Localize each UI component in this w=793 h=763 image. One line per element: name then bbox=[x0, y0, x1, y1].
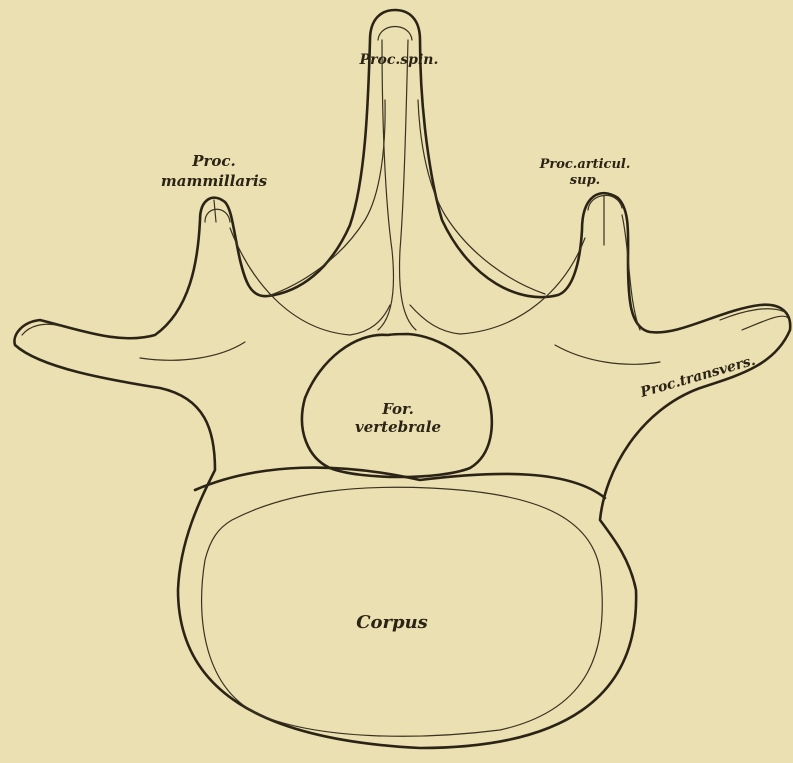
label-proc-transvers: Proc.transvers. bbox=[638, 353, 758, 401]
proc-transvers-right-end bbox=[742, 316, 788, 330]
label-for-vertebrale-1: For. bbox=[381, 400, 414, 418]
lamina-right-lower bbox=[410, 238, 585, 334]
label-corpus: Corpus bbox=[356, 612, 428, 633]
proc-transvers-right-inner bbox=[720, 309, 785, 320]
label-proc-mammillaris-1: Proc. bbox=[191, 152, 236, 170]
label-proc-articul-sup-2: sup. bbox=[570, 173, 600, 188]
spinous-process-tip bbox=[378, 27, 412, 41]
proc-transvers-left-curve bbox=[140, 342, 245, 360]
spinous-process-right-line bbox=[400, 40, 416, 330]
proc-articul-sup-contour bbox=[622, 215, 640, 330]
proc-transvers-right-curve bbox=[555, 345, 660, 364]
lamina-left-line bbox=[268, 100, 385, 296]
proc-transvers-left-end bbox=[22, 324, 60, 335]
corpus-upper-edge bbox=[195, 468, 605, 498]
lamina-left-lower bbox=[230, 228, 390, 335]
label-proc-spin: Proc.spin. bbox=[359, 52, 439, 68]
label-proc-mammillaris-2: mammillaris bbox=[161, 172, 268, 190]
spinous-process-left-line bbox=[378, 40, 393, 330]
label-proc-articul-sup-1: Proc.articul. bbox=[539, 157, 631, 172]
label-for-vertebrale-2: vertebrale bbox=[355, 418, 441, 436]
proc-articul-sup-cap bbox=[588, 195, 622, 245]
